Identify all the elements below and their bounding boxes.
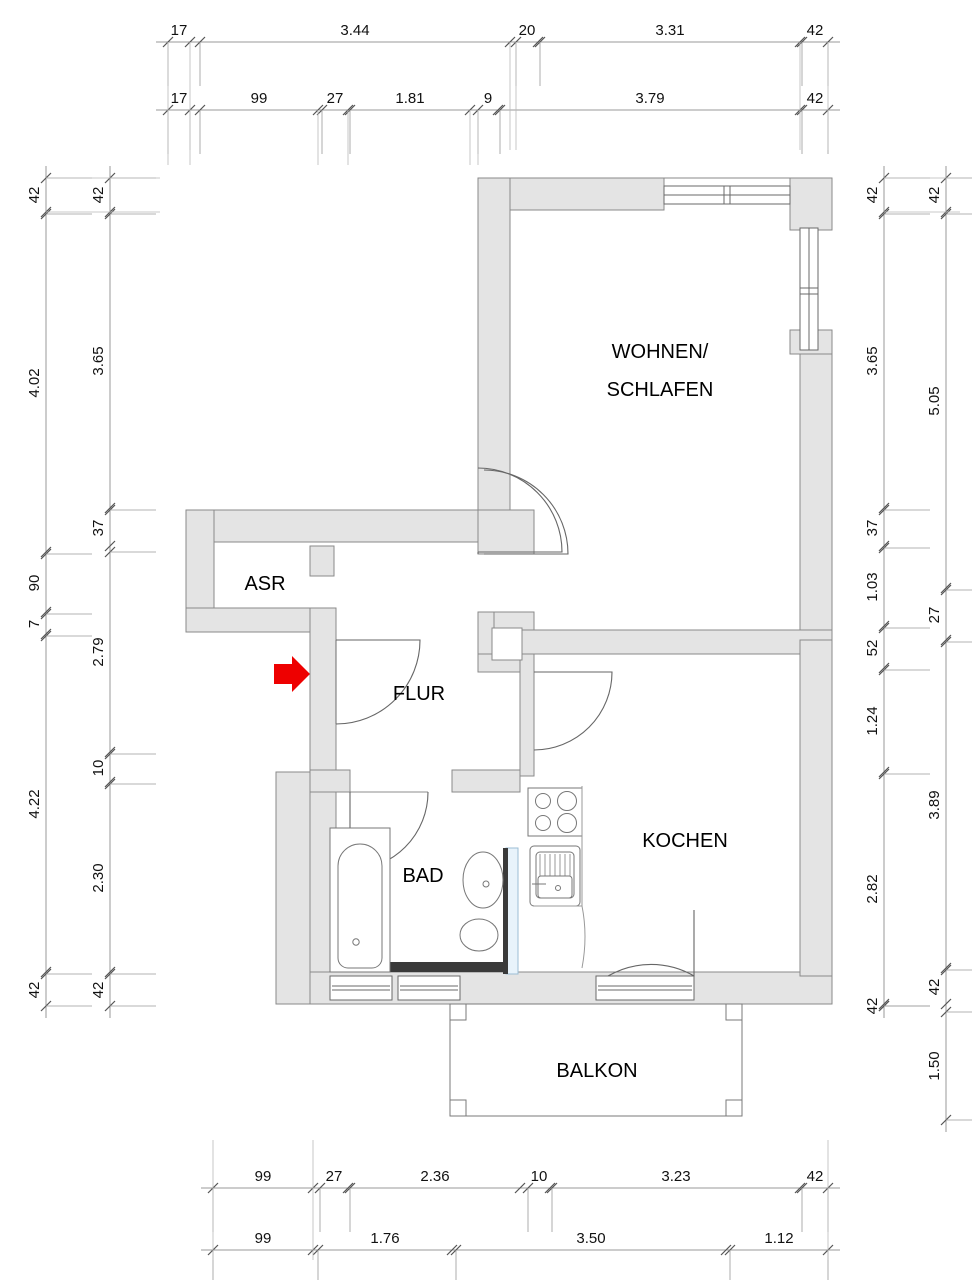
dimension-label: 2.36 [420,1168,449,1185]
dimension-label: 37 [90,520,107,537]
dimension-label: 3.23 [661,1168,690,1185]
dimension-label: 42 [807,22,824,39]
dimension-label: 17 [171,22,188,39]
shower-partition [390,847,519,975]
room-label-wohnen-l1: WOHNEN/ [612,341,709,363]
dimension-label: 1.24 [864,706,881,735]
room-label-flur: FLUR [393,683,445,705]
dimension-label: 37 [864,520,881,537]
dimension-chain-right_col_1: 42 3.65 37 1.03 52 1.24 2.82 42 [864,166,930,1018]
dimension-label: 3.89 [926,790,943,819]
entry-arrow [274,656,310,692]
toilet [459,918,499,952]
dimension-label: 42 [807,1168,824,1185]
dimension-label: 3.50 [576,1230,605,1247]
room-label-wohnen-l2: SCHLAFEN [607,379,714,401]
dimension-label: 42 [26,187,43,204]
dimension-label: 42 [90,187,107,204]
dimension-label: 27 [327,90,344,107]
dimension-label: 3.65 [864,346,881,375]
room-interiors [491,627,523,661]
dimension-chain-left_col_2: 42 3.65 37 2.79 10 2.30 42 [90,166,156,1018]
stove [527,787,583,837]
dimension-chain-top_row_2: 17 99 27 1.81 9 3.79 42 [156,90,840,154]
kitchen-sink [529,845,581,907]
door-swings-group [335,467,695,977]
dimension-label: 42 [864,187,881,204]
dimension-chain-left_col_1: 42 4.02 90 7 4.22 42 [26,166,92,1018]
dimension-label: 42 [926,187,943,204]
room-label-balkon: BALKON [556,1060,637,1082]
dimension-label: 3.79 [635,90,664,107]
dimension-label: 20 [519,22,536,39]
dimension-label: 42 [807,90,824,107]
dimension-label: 27 [326,1168,343,1185]
kitchen-counter [534,786,586,969]
dimension-chain-right_col_2: 42 5.05 27 3.89 42 1.50 [926,166,972,1132]
dimension-label: 42 [864,998,881,1015]
dimension-label: 1.03 [864,572,881,601]
dimension-label: 3.31 [655,22,684,39]
dimension-label: 99 [251,90,268,107]
dimension-label: 1.12 [764,1230,793,1247]
dimension-chain-bottom_row_1: 99 27 2.36 10 3.23 42 [201,1168,840,1232]
dimension-label: 90 [26,575,43,592]
dimension-label: 2.82 [864,874,881,903]
dimension-label: 42 [26,982,43,999]
dimension-label: 2.79 [90,637,107,666]
dimension-label: 4.02 [26,368,43,397]
dimension-label: 10 [531,1168,548,1185]
dimension-chain-bottom_row_2: 99 1.76 3.50 1.12 [201,1230,840,1280]
dimension-label: 99 [255,1168,272,1185]
balcony-outline [449,1003,743,1117]
dimension-label: 3.44 [340,22,369,39]
dimension-label: 1.76 [370,1230,399,1247]
room-label-asr: ASR [244,573,285,595]
room-label-bad: BAD [402,865,443,887]
dimension-chain-top_row_1: 17 3.44 20 3.31 42 [156,22,840,86]
dimension-label: 2.30 [90,863,107,892]
bathtub [329,827,391,973]
washbasin [462,851,504,909]
dimension-label: 10 [90,760,107,777]
room-labels-group: WOHNEN/ SCHLAFEN ASR FLUR BAD KOCHEN BAL… [244,341,727,1082]
dimension-label: 52 [864,640,881,657]
dimension-label: 9 [484,90,492,107]
dimension-label: 1.50 [926,1051,943,1080]
windows-group [329,185,819,1001]
dimension-label: 5.05 [926,386,943,415]
dimension-guide-lines [46,42,960,1260]
dimension-layer: 17 3.44 20 3.31 42 17 99 27 1.81 9 3.79 42 99 27 2.36 1… [26,22,972,1280]
dimension-label: 4.22 [26,789,43,818]
dimension-label: 42 [926,979,943,996]
dimension-label: 7 [26,620,43,628]
dimension-label: 17 [171,90,188,107]
dimension-label: 99 [255,1230,272,1247]
dimension-label: 27 [926,607,943,624]
dimension-label: 1.81 [395,90,424,107]
room-label-kochen: KOCHEN [642,830,728,852]
dimension-label: 3.65 [90,346,107,375]
dimension-label: 42 [90,982,107,999]
